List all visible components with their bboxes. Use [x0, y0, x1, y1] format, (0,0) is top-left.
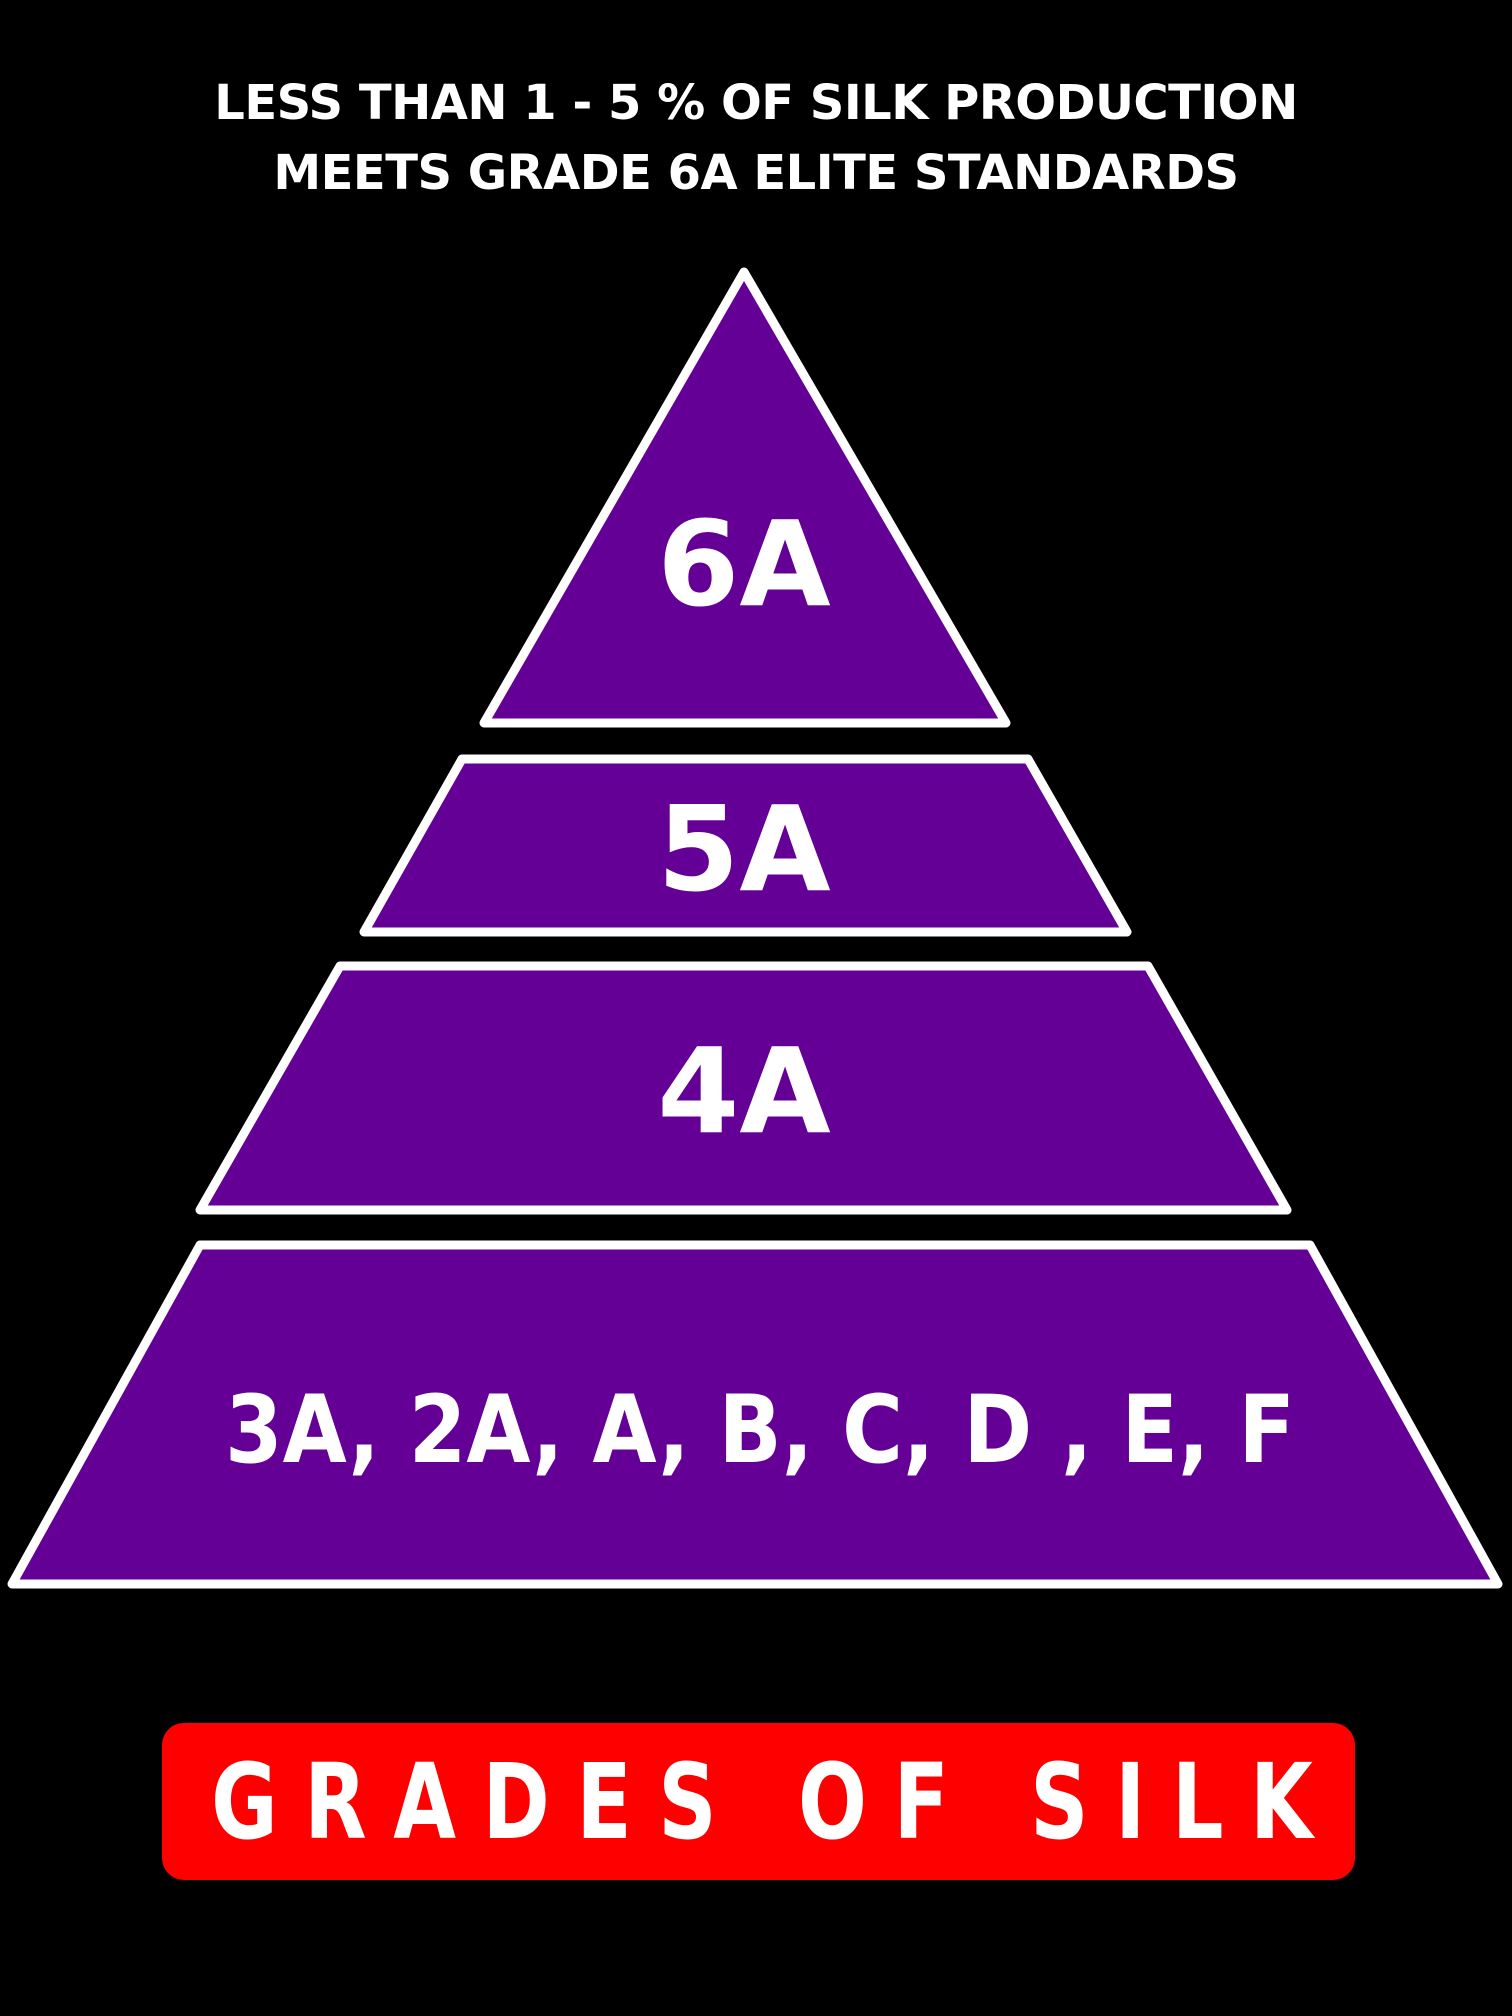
- tier-4a-shape: [195, 961, 1292, 1215]
- headline-line-2: MEETS GRADE 6A ELITE STANDARDS: [273, 145, 1239, 201]
- headline-line-1: LESS THAN 1 - 5 % OF SILK PRODUCTION: [214, 75, 1298, 131]
- silk-grade-pyramid: 6A 5A 4A 3A, 2A, A, B, C, D , E, F: [7, 267, 1503, 1589]
- tier-lower-grades-shape: [7, 1240, 1503, 1589]
- tier-4a-label: 4A: [657, 1022, 830, 1160]
- tier-5a-shape: [359, 754, 1132, 937]
- banner-title: GRADES OF SILK: [211, 1740, 1340, 1863]
- tier-6a-label: 6A: [657, 495, 830, 633]
- headline: LESS THAN 1 - 5 % OF SILK PRODUCTION MEE…: [0, 68, 1512, 208]
- tier-6a-shape: [479, 267, 1011, 728]
- tier-lower-grades-label: 3A, 2A, A, B, C, D , E, F: [225, 1376, 1295, 1485]
- title-banner: GRADES OF SILK: [162, 1723, 1355, 1880]
- tier-5a-label: 5A: [657, 780, 830, 918]
